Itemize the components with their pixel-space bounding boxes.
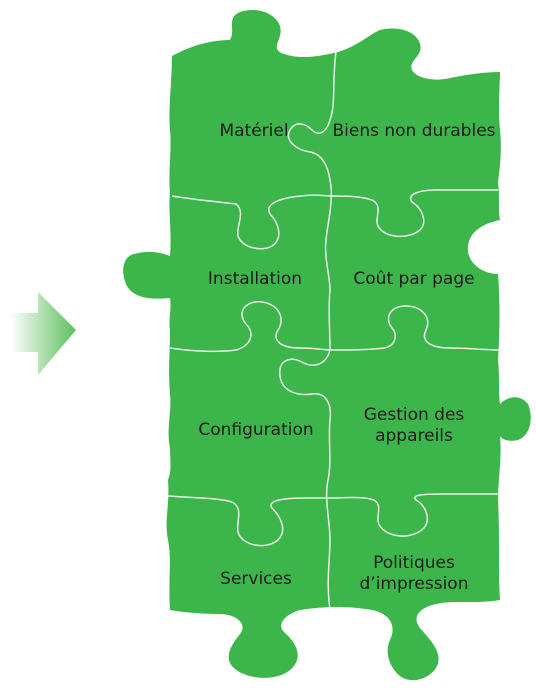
piece-label-1: Matériel xyxy=(219,121,288,141)
piece-label-5: Configuration xyxy=(198,420,313,440)
piece-label-3: Installation xyxy=(208,269,302,289)
piece-label-line: appareils xyxy=(375,426,453,446)
piece-label-line: Installation xyxy=(208,269,302,289)
piece-label-line: Configuration xyxy=(198,420,313,440)
seam-row-2 xyxy=(169,301,501,353)
piece-label-line: d’impression xyxy=(360,574,469,594)
piece-label-4: Coût par page xyxy=(353,269,474,289)
piece-label-line: Coût par page xyxy=(353,269,474,289)
piece-label-line: Services xyxy=(220,569,292,589)
puzzle-body xyxy=(123,9,531,681)
piece-label-line: Gestion des xyxy=(364,405,465,425)
piece-label-line: Biens non durables xyxy=(332,121,495,141)
seam-row-3 xyxy=(167,493,498,547)
piece-label-line: Politiques xyxy=(373,553,455,573)
piece-label-line: Matériel xyxy=(219,121,288,141)
piece-label-7: Services xyxy=(220,569,292,589)
right-arrow-icon xyxy=(10,292,76,375)
seam-row-1 xyxy=(171,189,498,250)
piece-label-2: Biens non durables xyxy=(332,121,495,141)
seam-col-top xyxy=(287,51,337,291)
puzzle-seams xyxy=(167,51,501,611)
